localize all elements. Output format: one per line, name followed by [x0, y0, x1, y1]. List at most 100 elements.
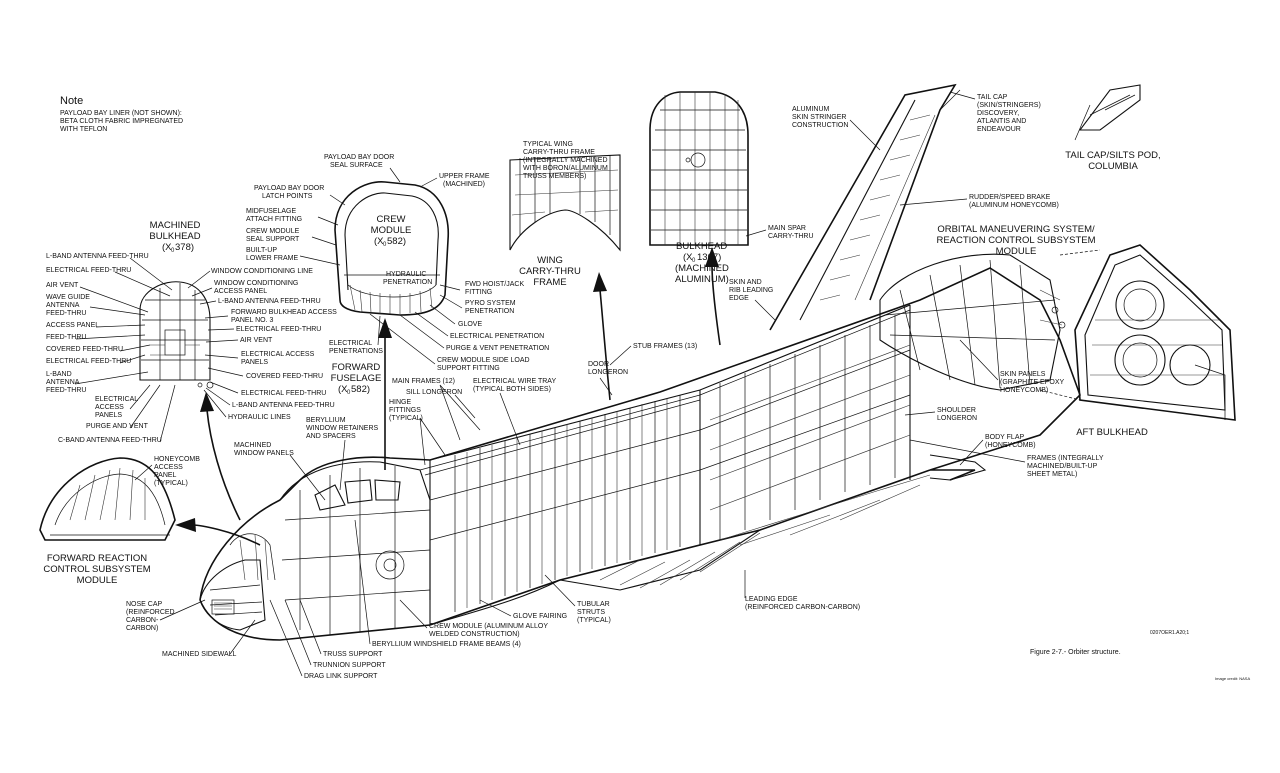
- label-payload-door-seal: SEAL SURFACE: [330, 162, 383, 169]
- tail-cap-silts-title: TAIL CAP/SILTS POD,: [1065, 150, 1160, 161]
- label-truss-support: TRUSS SUPPORT: [323, 651, 383, 658]
- label-hydraulic-pen: HYDRAULIC: [386, 271, 426, 278]
- forward-fuselage-title: FUSELAGE: [331, 373, 382, 384]
- crew-module-labels: PAYLOAD BAY DOOR SEAL SURFACE PAYLOAD BA…: [246, 154, 549, 372]
- label-window-cond-access: ACCESS PANEL: [214, 288, 267, 295]
- label-trunnion-support: TRUNNION SUPPORT: [313, 662, 386, 669]
- wing-carry-thru-title: WING: [537, 255, 563, 266]
- forward-fuselage-title: FORWARD: [332, 362, 381, 373]
- station-subscript: 0: [171, 248, 175, 254]
- label-main-spar: CARRY-THRU: [768, 233, 814, 240]
- label-tail-cap: (SKIN/STRINGERS): [977, 102, 1041, 109]
- label-typical-wing: (INTEGRALLY MACHINED: [523, 157, 608, 164]
- label-machined-sidewall: MACHINED SIDEWALL: [162, 651, 237, 658]
- label-leading-edge: (REINFORCED CARBON-CARBON): [745, 604, 860, 611]
- label-covered-feed: COVERED FEED-THRU: [46, 346, 123, 353]
- label-frames-integral: MACHINED/BUILT-UP: [1027, 463, 1098, 470]
- forward-fuselage-structure: [279, 461, 431, 635]
- label-glove-fairing: GLOVE FAIRING: [513, 613, 567, 620]
- label-door-longeron: LONGERON: [588, 369, 628, 376]
- label-beryllium-beams: BERYLLIUM WINDSHIELD FRAME BEAMS (4): [372, 641, 521, 648]
- nose-structure: [199, 533, 276, 631]
- label-air-vent: AIR VENT: [46, 282, 79, 289]
- label-honeycomb-access: (TYPICAL): [154, 480, 188, 487]
- station-subscript: 0: [692, 258, 696, 264]
- label-hinge-fittings: (TYPICAL): [389, 415, 423, 422]
- label-electrical-wire-tray: (TYPICAL BOTH SIDES): [473, 386, 551, 393]
- label-door-longeron: DOOR: [588, 361, 609, 368]
- label-electrical-feed: ELECTRICAL FEED-THRU: [46, 267, 131, 274]
- label-l-band: ANTENNA: [46, 379, 80, 386]
- label-air-vent-right: AIR VENT: [240, 337, 273, 344]
- label-nose-cap: CARBON): [126, 625, 158, 632]
- label-crew-module-alum: WELDED CONSTRUCTION): [429, 631, 520, 638]
- note-line: WITH TEFLON: [60, 126, 107, 133]
- label-crew-module-alum: CREW MODULE (ALUMINUM ALLOY: [429, 623, 548, 630]
- forward-fuselage-station: 582): [351, 384, 370, 395]
- label-tail-cap: ATLANTIS AND: [977, 118, 1026, 125]
- label-hinge-fittings: HINGE: [389, 399, 412, 406]
- label-electrical-pen: ELECTRICAL PENETRATION: [450, 333, 544, 340]
- label-tubular-struts: STRUTS: [577, 609, 605, 616]
- figure-caption-block: 0207OER1.A20;1 Figure 2-7.- Orbiter stru…: [1030, 630, 1250, 681]
- bulkhead-1307: BULKHEAD (X 0 1307) (MACHINED ALUMINUM) …: [649, 91, 814, 285]
- label-payload-door-seal: PAYLOAD BAY DOOR: [324, 154, 394, 161]
- station-subscript: 0: [347, 390, 351, 396]
- label-frames-integral: FRAMES (INTEGRALLY: [1027, 455, 1104, 462]
- label-skin-panels: SKIN PANELS: [1000, 371, 1046, 378]
- label-feed-thru: FEED-THRU: [46, 334, 86, 341]
- label-main-spar: MAIN SPAR: [768, 225, 806, 232]
- label-typical-wing: CARRY-THRU FRAME: [523, 149, 595, 156]
- tail-cap-silts-title: COLUMBIA: [1088, 161, 1138, 172]
- label-electrical-feed: ELECTRICAL FEED-THRU: [46, 358, 131, 365]
- label-stub-frames: STUB FRAMES (13): [633, 343, 697, 350]
- oms-rcs-title: ORBITAL MANEUVERING SYSTEM/: [937, 224, 1095, 235]
- bulkhead-1307-station: 1307): [697, 252, 721, 263]
- label-c-band: C-BAND ANTENNA FEED-THRU: [58, 437, 162, 444]
- label-l-band-feed: L-BAND ANTENNA FEED-THRU: [46, 253, 149, 260]
- label-upper-frame: UPPER FRAME: [439, 173, 490, 180]
- label-electrical-access-right: PANELS: [241, 359, 268, 366]
- label-fwd-hoist: FITTING: [465, 289, 492, 296]
- machined-bulkhead-station: (X: [162, 242, 172, 253]
- label-electrical-access: PANELS: [95, 412, 122, 419]
- tail-cap-silts-pod: TAIL CAP/SILTS POD, COLUMBIA: [1065, 84, 1161, 172]
- label-aluminum-skin: SKIN STRINGER: [792, 114, 846, 121]
- label-typical-wing: TRUSS MEMBERS): [523, 173, 586, 180]
- machined-bulkhead-station: 378): [175, 242, 194, 253]
- forward-fuselage-station: (X: [338, 384, 348, 395]
- forward-rcs-title: FORWARD REACTION: [47, 553, 147, 564]
- label-body-flap: (HONEYCOMB): [985, 442, 1036, 449]
- label-typical-wing: TYPICAL WING: [523, 141, 573, 148]
- label-access-panel: ACCESS PANEL: [46, 322, 99, 329]
- label-purge-vent: PURGE AND VENT: [86, 423, 149, 430]
- label-tail-cap: TAIL CAP: [977, 94, 1008, 101]
- aft-bulkhead-title: AFT BULKHEAD: [1076, 427, 1148, 438]
- machined-bulkhead-title: MACHINED: [150, 220, 201, 231]
- label-nose-cap: (REINFORCED: [126, 609, 175, 616]
- label-hydraulic-pen: PENETRATION: [383, 279, 432, 286]
- station-subscript: 0: [383, 242, 387, 248]
- exploded-view-arrows: [175, 247, 721, 546]
- label-l-band: FEED-THRU: [46, 387, 86, 394]
- label-crew-module-seal: SEAL SUPPORT: [246, 236, 300, 243]
- label-beryllium-retainers: BERYLLIUM: [306, 417, 346, 424]
- label-upper-frame: (MACHINED): [443, 181, 485, 188]
- label-electrical-access: ACCESS: [95, 404, 124, 411]
- label-machined-window: MACHINED: [234, 442, 271, 449]
- label-skin-rib: EDGE: [729, 295, 749, 302]
- label-midfuselage-attach: MIDFUSELAGE: [246, 208, 297, 215]
- note-title: Note: [60, 95, 83, 107]
- oms-rcs-title: MODULE: [996, 246, 1037, 257]
- label-window-cond-access: WINDOW CONDITIONING: [214, 280, 298, 287]
- label-body-flap: BODY FLAP: [985, 434, 1024, 441]
- label-crew-module-seal: CREW MODULE: [246, 228, 300, 235]
- label-built-up-lower: BUILT-UP: [246, 247, 277, 254]
- fuselage-labels: STUB FRAMES (13) DOOR LONGERON MAIN FRAM…: [126, 339, 1104, 680]
- label-l-band-right: L-BAND ANTENNA FEED-THRU: [218, 298, 321, 305]
- label-skin-panels: HONEYCOMB): [1000, 387, 1048, 394]
- label-tubular-struts: (TYPICAL): [577, 617, 611, 624]
- wing-carry-thru-title: FRAME: [533, 277, 566, 288]
- body-flap: [929, 454, 987, 481]
